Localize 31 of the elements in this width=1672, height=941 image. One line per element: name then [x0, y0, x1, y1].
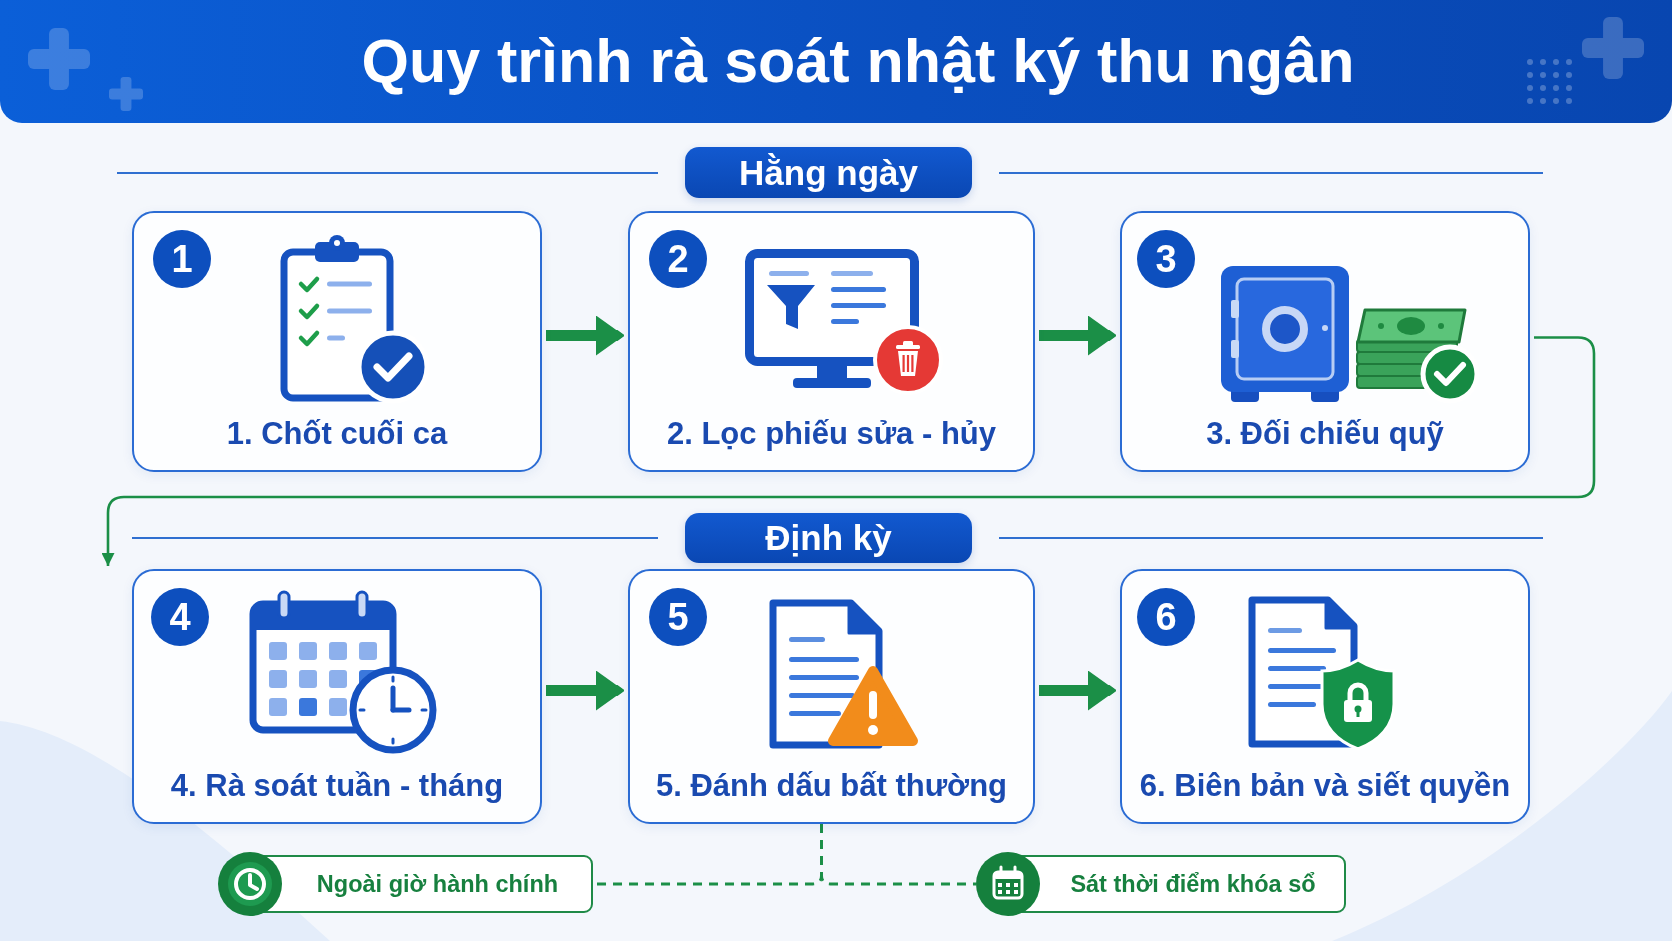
step-label: 3. Đối chiếu quỹ	[1206, 414, 1444, 452]
step-card	[1120, 211, 1530, 472]
diagram-title: Quy trình rà soát nhật ký thu ngân	[361, 26, 1355, 97]
section-heading-pill: Định kỳ	[685, 513, 972, 563]
note-label: Sát thời điểm khóa sổ	[1070, 870, 1316, 898]
arrow	[1039, 315, 1116, 356]
step-card	[628, 211, 1035, 472]
step-number-badge: 5	[649, 588, 707, 646]
step-label: 4. Rà soát tuần - tháng	[170, 766, 504, 804]
section-heading-pill: Hằng ngày	[685, 147, 972, 198]
step-number-badge: 2	[649, 230, 707, 288]
step-card	[628, 569, 1035, 824]
step-number-badge: 6	[1137, 588, 1195, 646]
step-card	[132, 211, 542, 472]
note-pill	[976, 852, 1346, 916]
step-card	[132, 569, 542, 824]
step-number-badge: 1	[153, 230, 211, 288]
note-label: Ngoài giờ hành chính	[316, 870, 559, 898]
arrow	[101, 336, 1596, 566]
arrow	[546, 670, 624, 711]
step-number-badge: 3	[1137, 230, 1195, 288]
dashed-connector	[820, 824, 976, 886]
note-pill	[218, 852, 593, 916]
step-label: 6. Biên bản và siết quyền	[1139, 766, 1511, 804]
step-label: 2. Lọc phiếu sửa - hủy	[666, 414, 997, 452]
step-label: 5. Đánh dấu bất thường	[655, 766, 1007, 804]
arrow	[1039, 670, 1116, 711]
step-label: 1. Chốt cuối ca	[226, 414, 448, 452]
step-card	[1120, 569, 1530, 824]
arrow	[546, 315, 624, 356]
step-number-badge: 4	[151, 588, 209, 646]
